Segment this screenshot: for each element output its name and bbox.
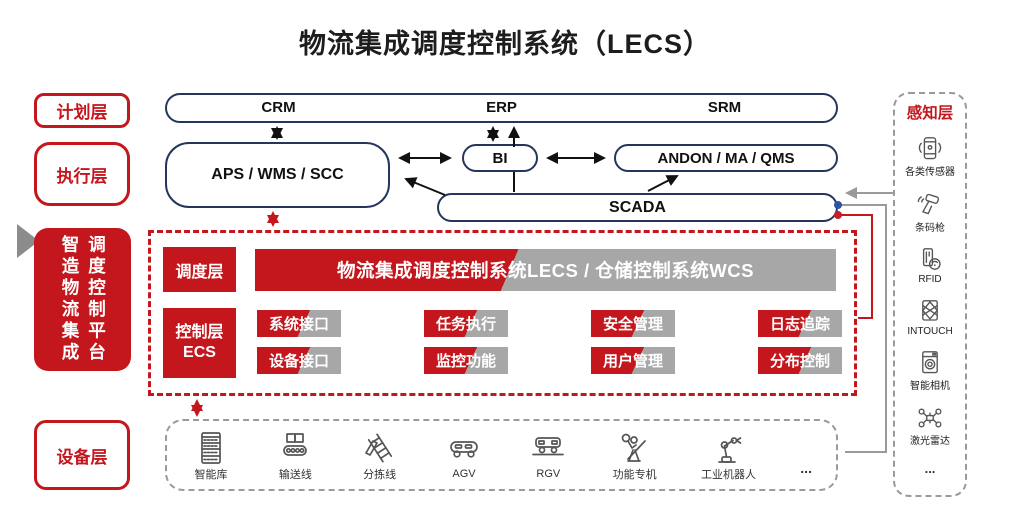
rfid-icon (914, 247, 946, 273)
andon-ma-qms-text: ANDON / MA / QMS (657, 149, 795, 167)
item-label: 智能相机 (910, 380, 950, 392)
feature-button: 系统接口 (257, 310, 341, 337)
item-label: AGV (452, 468, 476, 480)
feature-button: 安全管理 (591, 310, 675, 337)
platform-feature-grid: 系统接口 任务执行 安全管理 日志追踪设备接口 监控功能 用户管理 分布控制 (257, 310, 842, 374)
item-camera: 智能相机 (910, 350, 950, 392)
robot-icon (708, 432, 748, 464)
agv-icon (444, 434, 484, 466)
item-lidar: 激光雷达 (910, 405, 950, 447)
diagram-title: 物流集成调度控制系统（LECS） (298, 29, 711, 59)
control-layer-ecs-box: 控制层 ECS (163, 308, 236, 378)
item-label: 工业机器人 (700, 469, 756, 481)
andon-ma-qms-box: ANDON / MA / QMS (614, 144, 838, 172)
item-sensor: 各类传感器 (905, 136, 955, 178)
conveyor-icon (275, 432, 315, 464)
item-label: 功能专机 (612, 469, 657, 481)
feature-button: 任务执行 (424, 310, 508, 337)
scheduling-layer-text: 调度层 (175, 263, 224, 281)
top-bar-label-crm: CRM (261, 99, 296, 116)
feature-button: 日志追踪 (758, 310, 842, 337)
item-robot: 工业机器人 (701, 432, 756, 482)
item-label: RFID (918, 274, 942, 286)
item-barcode-gun: 条码枪 (914, 192, 946, 234)
lecs-wcs-banner: 物流集成调度控制系统LECS / 仓储控制系统WCS (255, 249, 836, 291)
platform-label-column-left: 智造物流集成 (60, 235, 80, 364)
item-label: 分拣线 (363, 469, 397, 481)
item-rfid: RFID (914, 247, 946, 285)
bi-text: BI (492, 149, 508, 167)
item-machine: 功能专机 (613, 432, 657, 482)
scada-bar: SCADA (437, 193, 838, 222)
control-layer-text: 控制层 (175, 324, 224, 341)
execution-layer-text: 执行层 (56, 166, 108, 186)
top-bar-label-erp: ERP (486, 99, 517, 116)
scheduling-layer-box: 调度层 (163, 247, 236, 292)
machine-icon (615, 432, 655, 464)
item-rgv: RGV (528, 434, 568, 480)
item-label: 智能库 (194, 469, 228, 481)
bi-box: BI (462, 144, 538, 172)
layer-label-planning: 计划层 (34, 93, 130, 128)
more-items-ellipsis: ... (924, 460, 936, 476)
item-rack: 智能库 (191, 432, 231, 482)
feature-button: 设备接口 (257, 347, 341, 374)
scada-text: SCADA (609, 198, 666, 216)
layer-label-equipment: 设备层 (34, 420, 130, 490)
lecs-wcs-banner-text: 物流集成调度控制系统LECS / 仓储控制系统WCS (337, 260, 754, 281)
planning-layer-text: 计划层 (56, 103, 108, 122)
feature-button: 分布控制 (758, 347, 842, 374)
item-intouch: INTOUCH (907, 299, 953, 337)
ecs-text: ECS (183, 344, 216, 361)
platform-ribbon-marker (17, 224, 39, 258)
intouch-icon (914, 299, 946, 325)
platform-layer-label: 智造物流集成 调度控制平台 (34, 228, 131, 371)
equipment-box: 智能库 输送线 分拣线 AGV RGV 功能专机 工业机器人... (165, 419, 838, 491)
perception-panel: 感知层 各类传感器条码枪 RFID INTOUCH 智能相机激光雷达... (893, 92, 967, 497)
item-label: RGV (536, 468, 561, 480)
barcode-gun-icon (914, 192, 946, 218)
perception-item-list: 各类传感器条码枪 RFID INTOUCH 智能相机激光雷达... (895, 123, 965, 489)
lidar-icon (914, 405, 946, 431)
equipment-layer-text: 设备层 (56, 447, 108, 467)
item-agv: AGV (444, 434, 484, 480)
item-label: 激光雷达 (910, 436, 950, 448)
more-items-ellipsis: ... (800, 460, 812, 476)
rack-icon (191, 432, 231, 464)
layer-label-execution: 执行层 (34, 142, 130, 206)
item-label: 条码枪 (915, 222, 945, 234)
sensor-icon (914, 136, 946, 162)
aps-wms-scc-text: APS / WMS / SCC (211, 166, 344, 183)
feature-button: 用户管理 (591, 347, 675, 374)
rgv-icon (528, 434, 568, 466)
aps-wms-scc-box: APS / WMS / SCC (165, 142, 390, 208)
platform-label-column-right: 调度控制平台 (86, 235, 107, 364)
item-label: 各类传感器 (905, 167, 955, 179)
item-label: 输送线 (278, 469, 312, 481)
sorter-icon (360, 432, 400, 464)
feature-button: 监控功能 (424, 347, 508, 374)
top-bar-label-srm: SRM (707, 99, 742, 116)
perception-layer-title: 感知层 (906, 105, 954, 122)
camera-icon (914, 350, 946, 376)
crm-erp-srm-bar: CRM ERP SRM (165, 93, 838, 123)
item-label: INTOUCH (907, 325, 953, 337)
item-conveyor: 输送线 (275, 432, 315, 482)
item-sorter: 分拣线 (360, 432, 400, 482)
